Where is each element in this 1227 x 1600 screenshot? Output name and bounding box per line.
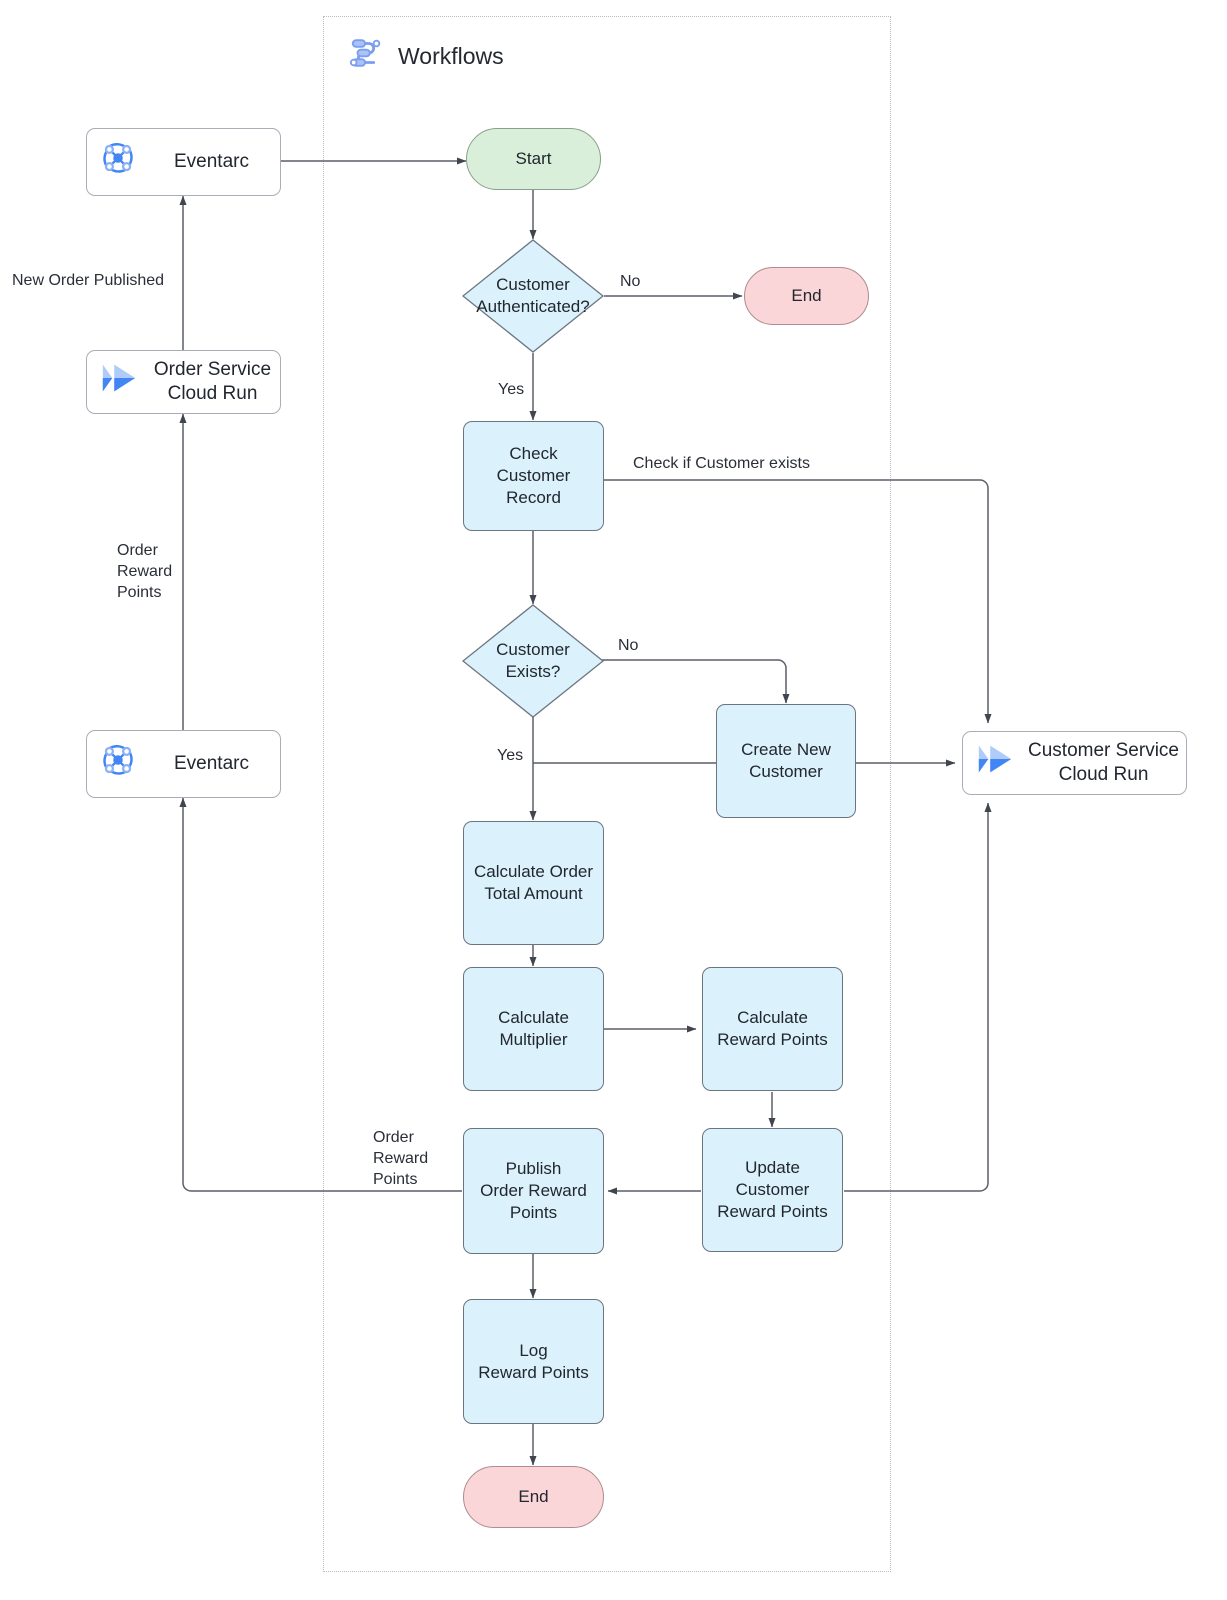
log-reward-points-label: Log Reward Points (478, 1340, 589, 1382)
create-new-customer-label: Create New Customer (741, 740, 831, 781)
publish-order-reward-points-node[interactable]: Publish Order Reward Points (463, 1128, 604, 1254)
edge-label-check-if-customer-exists: Check if Customer exists (633, 455, 810, 472)
eventarc-bottom-node[interactable]: Eventarc (86, 730, 281, 798)
start-node[interactable]: Start (466, 128, 601, 190)
calculate-order-total-node[interactable]: Calculate Order Total Amount (463, 821, 604, 945)
edge-label-order-reward-points-upper: Order Reward Points (117, 542, 173, 602)
customer-service-cloud-run-label: Customer Service Cloud Run (1028, 739, 1179, 785)
cloud-run-icon (973, 739, 1017, 786)
workflows-container (323, 16, 891, 1572)
edge-label-new-order-published: New Order Published (12, 272, 165, 289)
customer-exists-decision[interactable]: Customer Exists? (462, 604, 604, 718)
calculate-order-total-label: Calculate Order Total Amount (473, 862, 594, 903)
publish-order-reward-points-label: Publish Order Reward Points (480, 1159, 587, 1222)
edge-label-exists-no: No (618, 637, 639, 654)
check-customer-record-node[interactable]: Check Customer Record (463, 421, 604, 531)
calculate-reward-points-node[interactable]: Calculate Reward Points (702, 967, 843, 1091)
end-top-node[interactable]: End (744, 267, 869, 325)
create-new-customer-node[interactable]: Create New Customer (716, 704, 856, 818)
eventarc-top-node[interactable]: Eventarc (86, 128, 281, 196)
eventarc-icon (97, 739, 139, 788)
check-customer-record-label: Check Customer Record (496, 444, 571, 507)
cloud-run-icon (97, 358, 141, 405)
calculate-multiplier-node[interactable]: Calculate Multiplier (463, 967, 604, 1091)
update-customer-reward-points-label: Update Customer Reward Points (717, 1158, 828, 1221)
edge-label-auth-no: No (620, 273, 641, 290)
calculate-multiplier-label: Calculate Multiplier (498, 1008, 569, 1049)
edge-label-auth-yes: Yes (498, 381, 525, 398)
update-customer-reward-points-node[interactable]: Update Customer Reward Points (702, 1128, 843, 1252)
start-label: Start (515, 149, 552, 169)
edge-label-exists-yes: Yes (497, 747, 524, 764)
end-bottom-label: End (518, 1487, 549, 1507)
end-top-label: End (791, 286, 822, 306)
workflows-container-label: Workflows (398, 42, 504, 69)
edge-label-order-reward-points-lower: Order Reward Points (373, 1129, 429, 1189)
order-service-cloud-run-label: Order Service Cloud Run (153, 358, 272, 404)
log-reward-points-node[interactable]: Log Reward Points (463, 1299, 604, 1424)
customer-exists-label: Customer Exists? (496, 639, 570, 681)
calculate-reward-points-label: Calculate Reward Points (717, 1008, 828, 1049)
eventarc-top-label: Eventarc (174, 150, 249, 172)
customer-service-cloud-run-node[interactable]: Customer Service Cloud Run (962, 731, 1187, 795)
customer-authenticated-label: Customer Authenticated? (476, 274, 590, 316)
workflows-icon (348, 34, 386, 78)
order-service-cloud-run-node[interactable]: Order Service Cloud Run (86, 350, 281, 414)
end-bottom-node[interactable]: End (463, 1466, 604, 1528)
workflows-container-title: Workflows (348, 34, 504, 78)
customer-authenticated-decision[interactable]: Customer Authenticated? (462, 239, 604, 353)
eventarc-icon (97, 137, 139, 186)
eventarc-bottom-label: Eventarc (174, 752, 249, 774)
